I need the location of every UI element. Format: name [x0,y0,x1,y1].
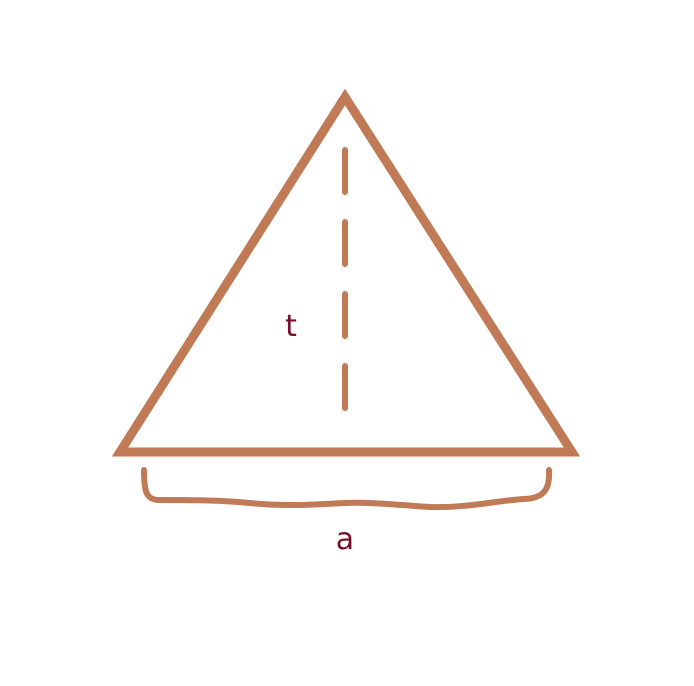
height-label: t [285,309,297,344]
base-label: a [336,522,354,557]
triangle-outline [111,88,581,457]
base-brace [141,467,553,511]
